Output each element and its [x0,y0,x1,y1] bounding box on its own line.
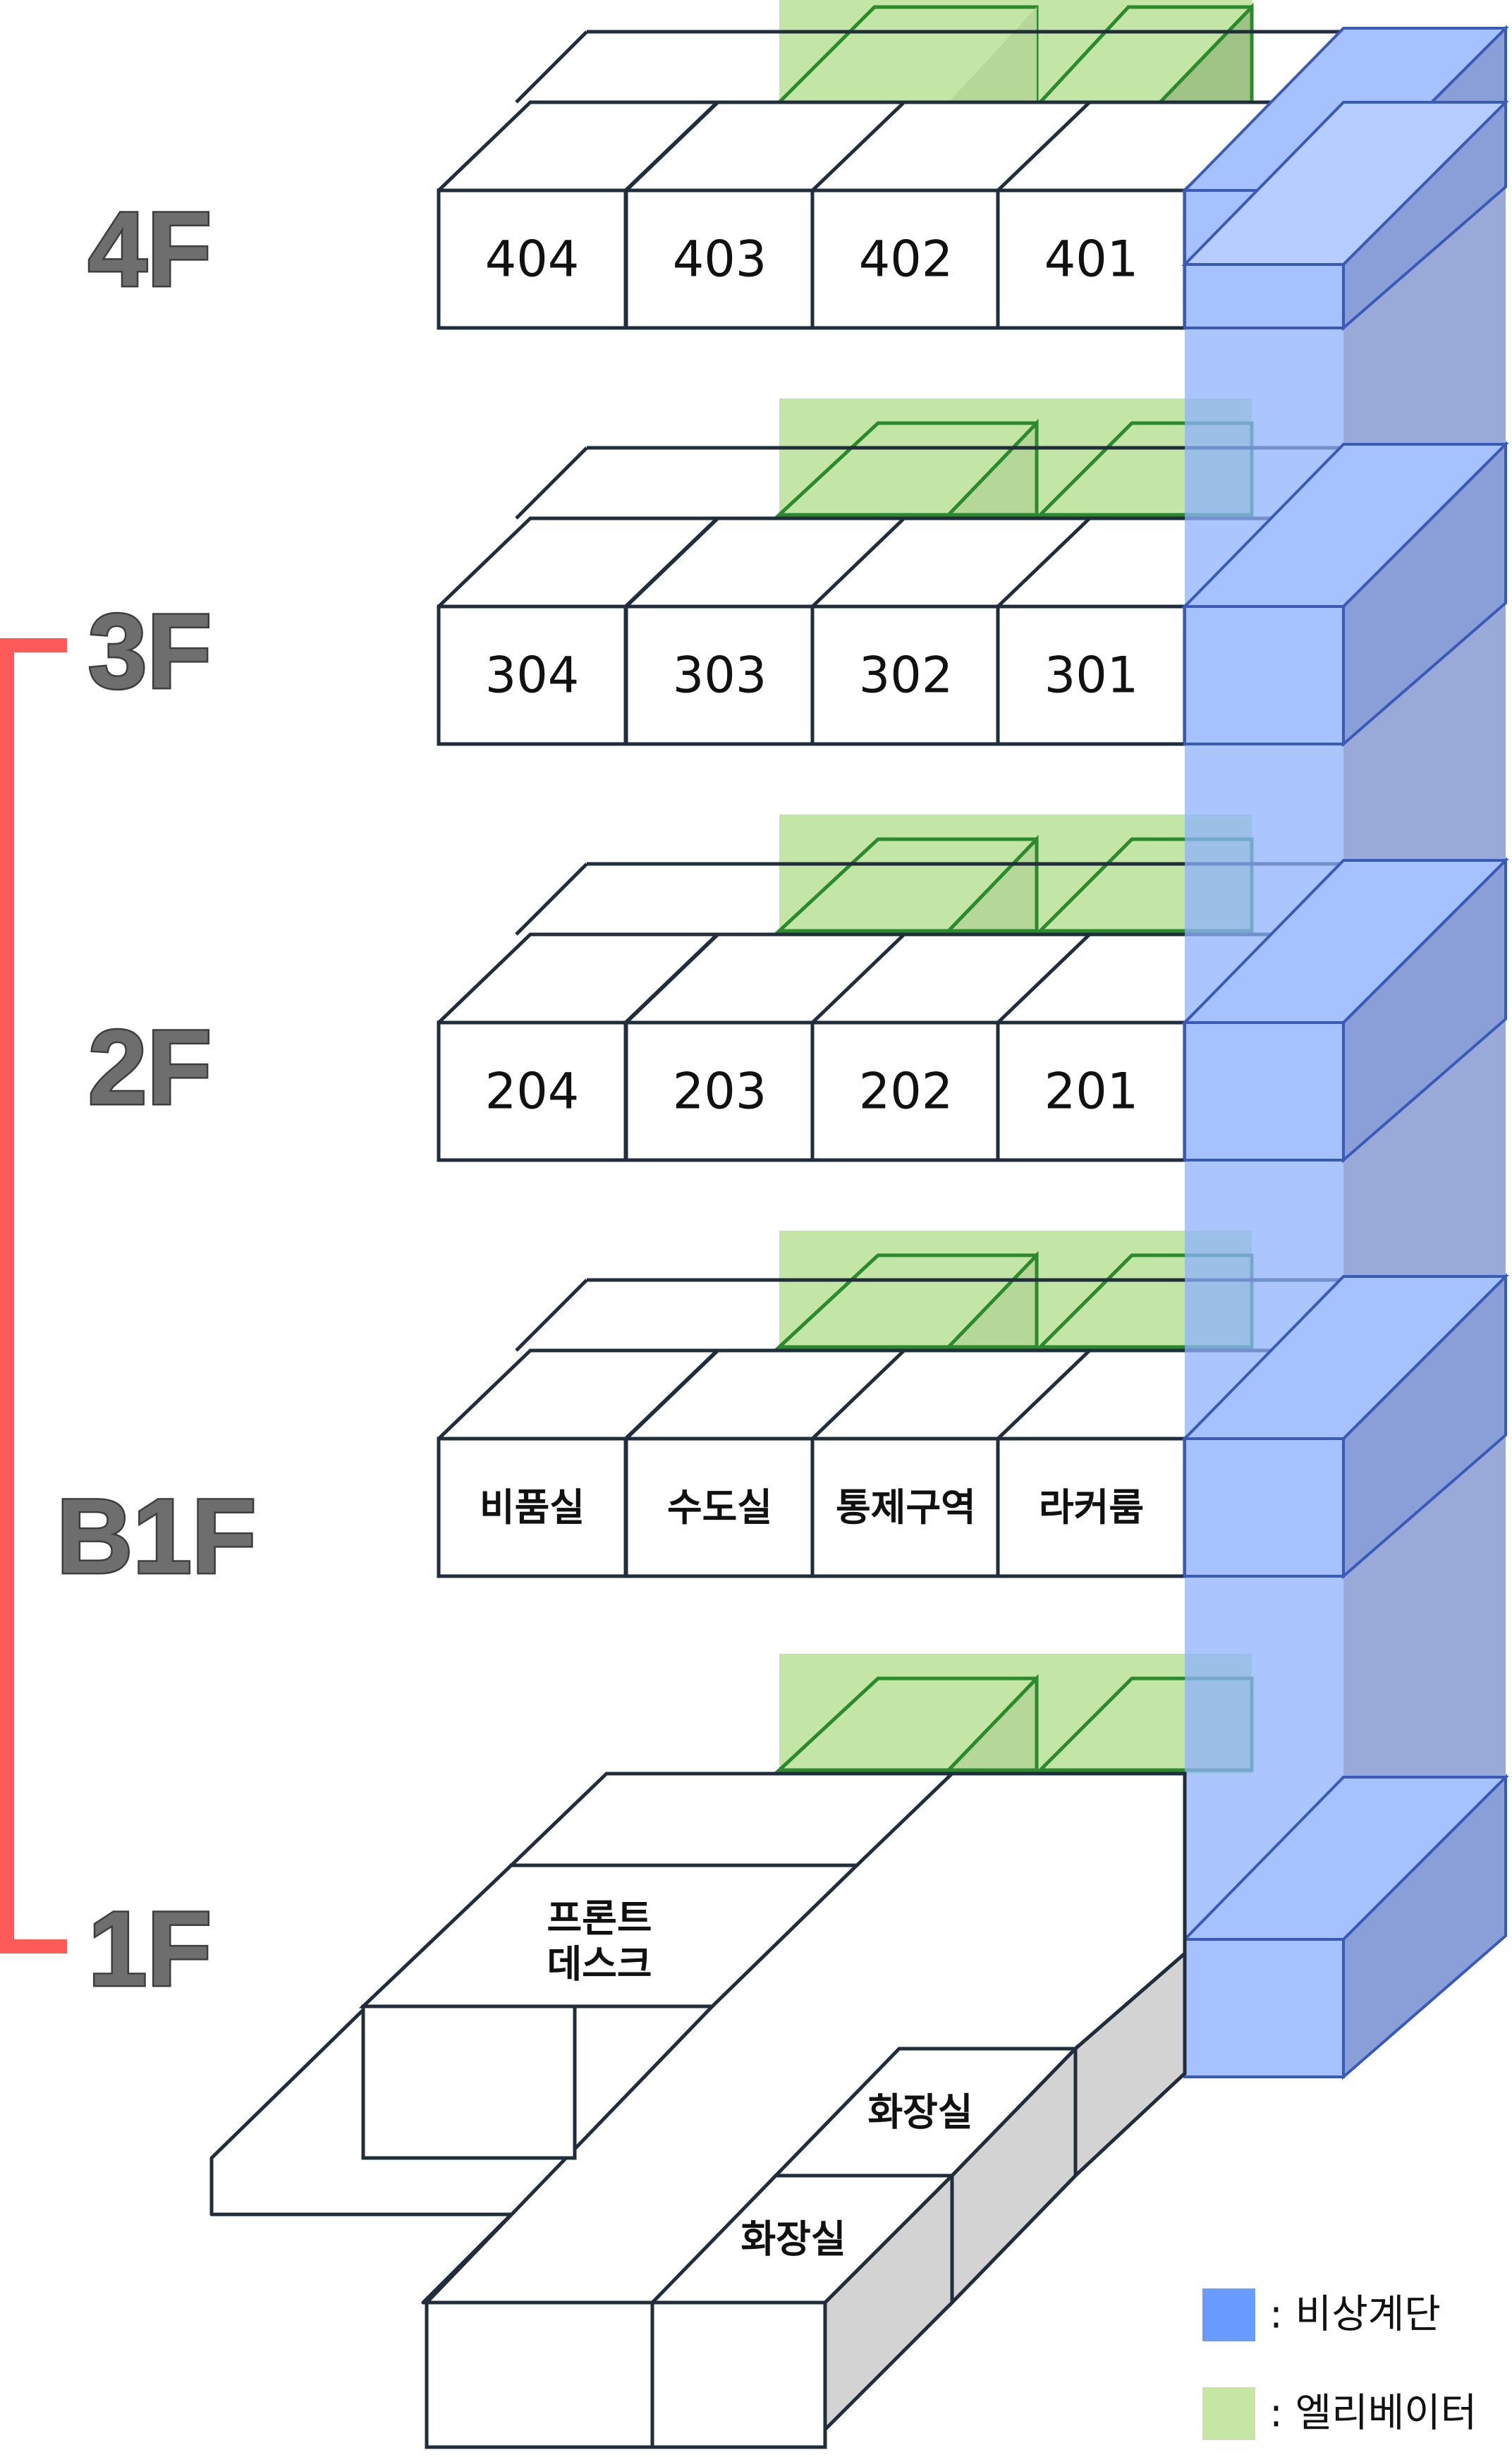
floors-layer: 404 403 402 401 304 303 302 301 204 203 202 201 비품실 수… [437,30,1346,1578]
room-label: 비품실 [480,1485,585,1530]
legend: : 비상계단 : 엘리베이터 [1202,2288,1477,2440]
elevator-gap-3-2 [774,815,1254,934]
legend-label-elevator: : 엘리베이터 [1269,2391,1477,2437]
restroom-upper-label: 화장실 [867,2090,973,2135]
floor-label-1f: 1F [88,1889,212,2008]
room-label: 403 [673,231,767,288]
stair-blocks [1181,25,1509,2080]
room-label: 204 [485,1063,580,1121]
elevator-gap-2-b1 [774,1231,1254,1351]
room-box [996,1437,1187,1578]
room-box [810,1020,1001,1162]
floor-label-b1f: B1F [56,1477,256,1595]
stair-block-top [1181,1275,1509,1440]
room-box [996,604,1187,746]
stair-block-top [1181,859,1509,1024]
elevator-gap-b1-1 [774,1654,1254,1774]
room-box [624,188,815,330]
room-box [810,188,1001,330]
room-label: 202 [859,1063,953,1121]
ground-floor: 프론트 데스크 화장실 화장실 [209,1772,1187,2449]
floor-0: 404 403 402 401 [437,30,1346,330]
room-label: 304 [485,647,580,705]
floor-range-bracket [0,638,67,1953]
legend-label-stairs: : 비상계단 [1269,2292,1441,2338]
room-label: 404 [485,231,580,288]
floor-labels: 4F 3F 2F B1F 1F [55,188,258,2010]
front-desk-label-line2: 데스크 [547,1942,652,1987]
floor-label-4f: 4F [88,190,212,308]
room-box [437,604,628,746]
room-label: 라커룸 [1039,1485,1144,1530]
front-desk-label-line1: 프론트 [547,1896,652,1941]
room-label: 401 [1044,231,1139,288]
floor-3: 비품실 수도실 통제구역 라커룸 [437,1278,1346,1578]
legend-swatch-elevator [1202,2387,1255,2440]
stair-block-front [1183,1021,1345,1162]
room-label: 303 [673,647,767,705]
room-label: 수도실 [667,1485,772,1530]
stair-block-front [1183,605,1345,745]
room-box [996,188,1187,330]
room-label: 203 [673,1063,767,1121]
stair-block-front [1183,1938,1345,2078]
stair-block-front [1183,1437,1345,1578]
room-box [810,1437,1001,1578]
room-box [437,1020,628,1162]
floor-label-3f: 3F [88,592,212,710]
emergency-stairs [1181,25,1509,2080]
room-label: 통제구역 [836,1485,976,1530]
front-desk: 프론트 데스크 [358,1863,862,2160]
elevator-shaft [774,0,1254,1774]
floor-2: 204 203 202 201 [437,862,1346,1162]
stair-block-top [1181,443,1509,608]
room-label: 201 [1044,1063,1139,1121]
restroom-lower-label: 화장실 [740,2217,846,2262]
stair-block-top [1181,1776,1509,1941]
room-box [624,1020,815,1162]
floor-label-2f: 2F [88,1008,212,1126]
room-box [996,1020,1187,1162]
room-label: 302 [859,647,953,705]
floor-1: 304 303 302 301 [437,446,1346,746]
room-label: 301 [1044,647,1139,705]
room-box [437,1437,628,1578]
room-label: 402 [859,231,953,288]
legend-swatch-stairs [1202,2288,1255,2341]
elevator-gap-4-3 [774,398,1254,518]
room-box [624,604,815,746]
